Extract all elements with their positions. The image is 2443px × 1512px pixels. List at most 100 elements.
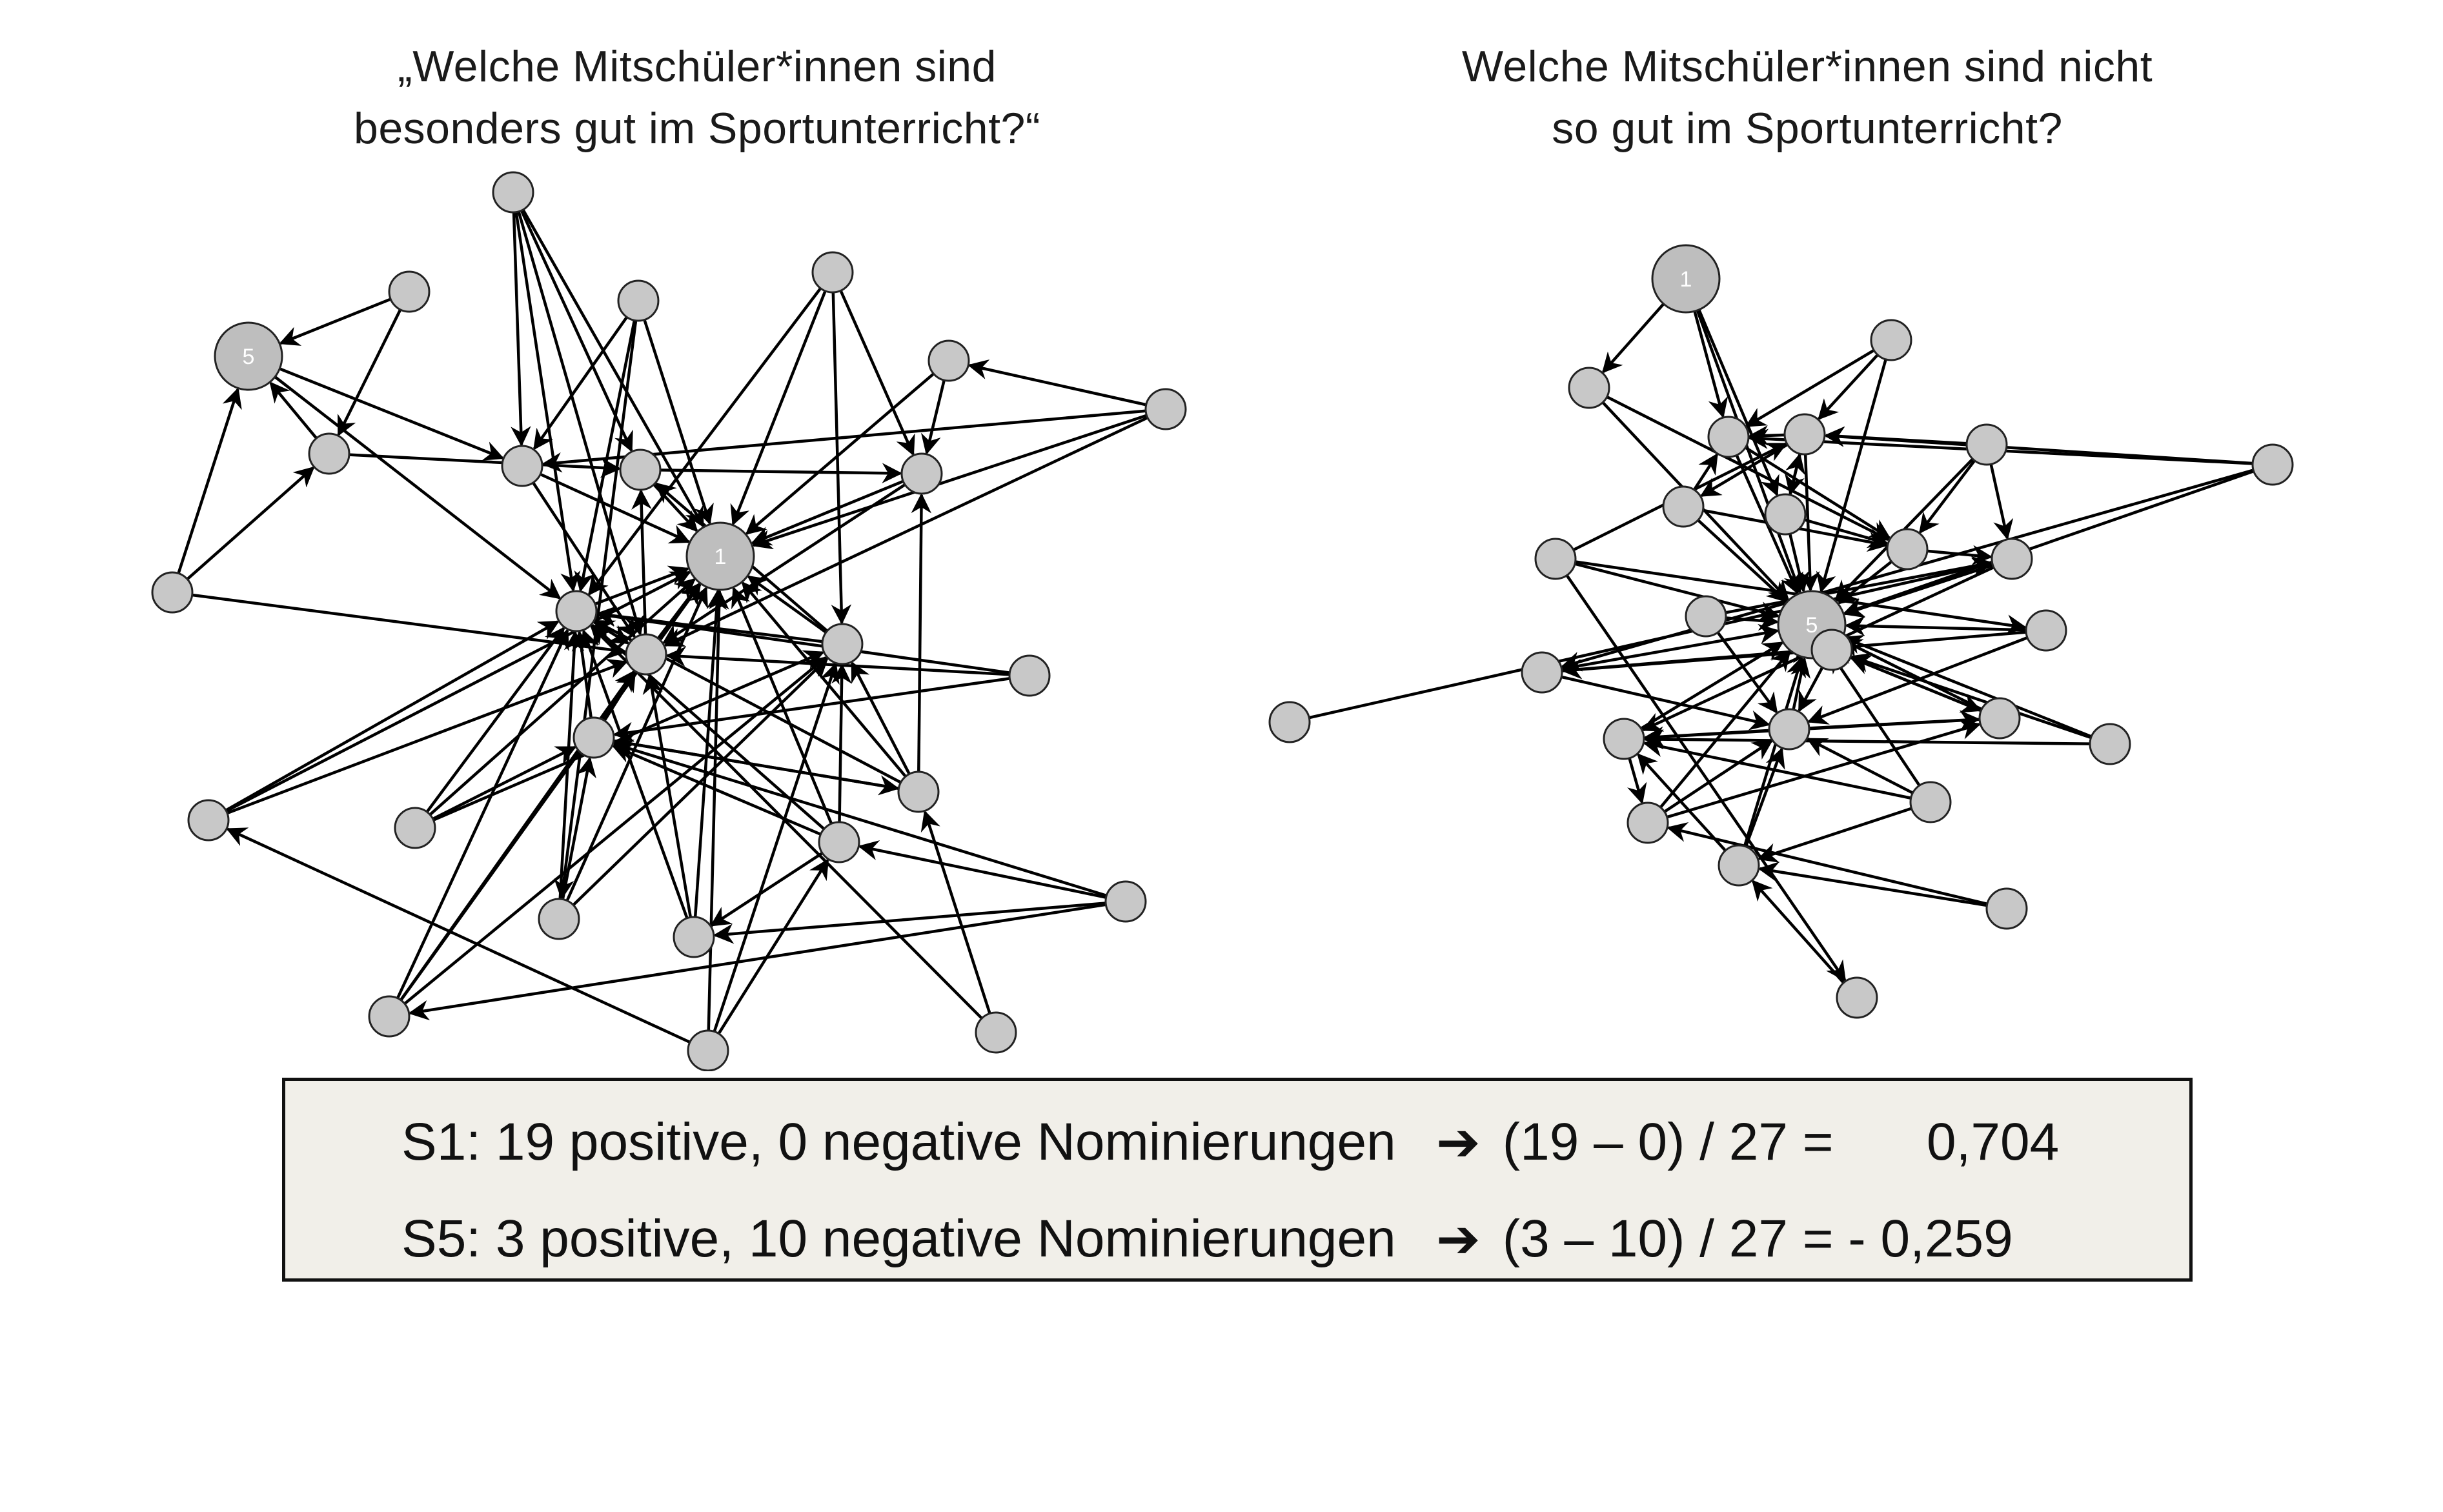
node-a7 xyxy=(928,339,970,382)
left-title-line-1: „Welche Mitschüler*innen sind xyxy=(398,42,997,91)
node-a5 xyxy=(619,449,662,491)
edge-b11-b25 xyxy=(1565,574,1847,982)
node-a11 xyxy=(555,590,598,632)
edge-b10-r5 xyxy=(1843,470,2255,617)
node-b14 xyxy=(1521,651,1563,694)
s1-arrow: ➔ xyxy=(1436,1113,1481,1172)
edge-b1-r5 xyxy=(1816,359,1887,594)
node-b20 xyxy=(2089,723,2131,765)
edge-a22-a12 xyxy=(642,673,693,918)
edge-b19-b17 xyxy=(1667,720,1982,819)
edge-b19-b16 xyxy=(1663,740,1774,813)
edge-a4-n1 xyxy=(540,472,691,544)
edge-a24-a11 xyxy=(396,629,569,999)
edge-b16-b17 xyxy=(1809,710,1981,731)
edge-a2-a8 xyxy=(337,308,402,437)
edge-a16-a20 xyxy=(613,739,900,796)
edge-a19-a16 xyxy=(561,756,596,900)
node-n1 xyxy=(685,521,755,591)
edge-a18-n1 xyxy=(429,578,696,816)
edge-a6-n1 xyxy=(730,290,827,526)
s5-arrow: ➔ xyxy=(1436,1210,1481,1269)
node-a1 xyxy=(492,171,534,214)
node-b9 xyxy=(1991,538,2033,580)
edge-a1-a5 xyxy=(520,210,633,452)
edge-r1-b4 xyxy=(1601,303,1665,374)
edge-a17-a12 xyxy=(227,659,629,815)
node-b5 xyxy=(1965,423,2008,466)
edge-a9-n1 xyxy=(751,414,1148,550)
edge-a7-a10 xyxy=(921,379,946,455)
edge-b22-b16 xyxy=(1744,747,1785,847)
edge-b11-r5 xyxy=(1574,562,1780,621)
node-a19 xyxy=(538,898,580,940)
node-b4 xyxy=(1568,367,1610,409)
edge-a25-a17 xyxy=(226,827,691,1044)
node-a9 xyxy=(1144,388,1187,430)
node-a16 xyxy=(573,716,615,759)
node-b1 xyxy=(1870,319,1912,361)
node-a17 xyxy=(187,799,230,842)
edge-a9-a7 xyxy=(968,359,1147,407)
node-a3 xyxy=(617,279,660,322)
edge-n5-a11 xyxy=(274,376,562,600)
node-b21 xyxy=(1909,781,1952,823)
node-b24 xyxy=(1268,701,1311,743)
edge-a25-a13 xyxy=(713,662,840,1033)
formula-line-s5: S5: 3 positive, 10 negative Nominierunge… xyxy=(285,1209,2189,1512)
node-a12 xyxy=(625,633,667,676)
node-n5 xyxy=(214,321,283,391)
edge-b17-b15 xyxy=(1849,655,1982,712)
edge-a14-n5 xyxy=(177,387,242,574)
right-graph-title: Welche Mitschüler*innen sind nicht so gu… xyxy=(1355,35,2259,159)
node-a24 xyxy=(368,995,411,1038)
edge-b2-b3 xyxy=(1747,425,1785,446)
edge-a20-a10 xyxy=(911,492,932,772)
node-b3 xyxy=(1707,416,1750,458)
edge-b25-b22 xyxy=(1751,880,1845,984)
node-b12 xyxy=(1685,595,1727,638)
edge-a12-a5 xyxy=(631,489,652,635)
edge-a5-n1 xyxy=(653,483,698,532)
edge-b4-b8 xyxy=(1606,396,1891,541)
edge-a17-a11 xyxy=(225,620,560,812)
node-a4 xyxy=(501,445,543,487)
positive-nominations-network: 15 xyxy=(151,171,1187,1071)
node-a13 xyxy=(821,623,864,665)
edge-a3-a4 xyxy=(533,316,629,450)
node-b8 xyxy=(1886,528,1929,570)
node-b11 xyxy=(1534,538,1577,580)
edge-b1-b3 xyxy=(1745,348,1875,428)
edge-a2-n5 xyxy=(279,297,392,346)
node-a23 xyxy=(1104,880,1147,923)
edge-a15-a16 xyxy=(613,677,1010,742)
edge-b21-r5 xyxy=(1830,652,1921,787)
edge-a15-a11 xyxy=(595,607,1010,674)
node-a22 xyxy=(673,916,715,958)
edge-a25-n1 xyxy=(707,589,729,1031)
node-r1 xyxy=(1651,244,1721,314)
edge-a10-n1 xyxy=(751,479,904,546)
node-a25 xyxy=(687,1029,729,1071)
node-b22 xyxy=(1718,844,1760,887)
node-label-r1: 1 xyxy=(1680,267,1692,292)
edge-a21-a16 xyxy=(611,743,822,836)
node-a20 xyxy=(897,771,940,813)
node-b15 xyxy=(1810,629,1853,671)
edge-a24-a13 xyxy=(403,656,827,1005)
node-label-r5: 5 xyxy=(1806,613,1818,638)
edge-r1-b3 xyxy=(1693,310,1728,419)
node-b2 xyxy=(1783,413,1826,456)
edge-b6-b3 xyxy=(1692,453,1718,491)
edge-b7-b2 xyxy=(1785,453,1805,496)
edge-b20-b15 xyxy=(1850,652,2092,740)
edge-b5-b9 xyxy=(1989,463,2014,540)
node-b16 xyxy=(1768,708,1810,751)
network-graphs: 15 15 xyxy=(151,171,2294,1071)
node-a15 xyxy=(1008,654,1051,697)
node-extra1 xyxy=(975,1011,1017,1054)
edge-b5-b8 xyxy=(1919,459,1976,534)
edge-b12-b9 xyxy=(1725,556,1993,614)
edge-b21-b22 xyxy=(1757,807,1912,863)
edge-b20-r5 xyxy=(1842,634,2093,738)
